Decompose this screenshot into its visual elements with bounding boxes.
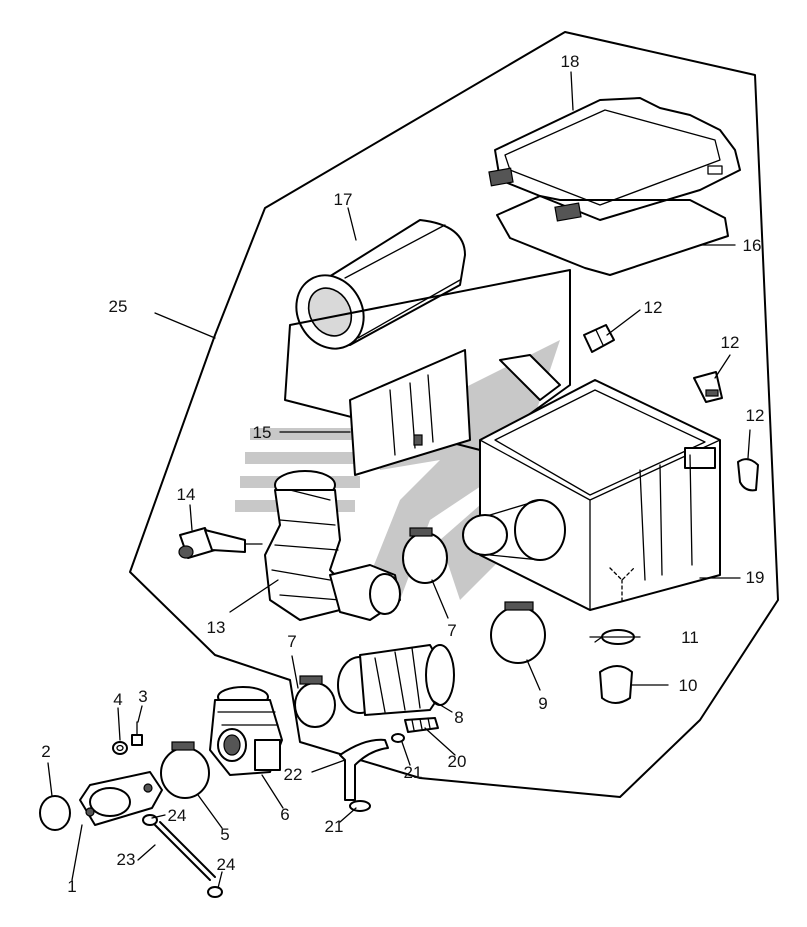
callout-label: 1	[67, 877, 76, 896]
callout-label: 24	[168, 806, 187, 825]
callout-label: 14	[177, 485, 196, 504]
washer	[112, 741, 128, 755]
callout-label: 22	[284, 765, 303, 784]
clip-upper	[583, 324, 615, 353]
callout-label: 17	[334, 190, 353, 209]
callout-label: 8	[454, 708, 463, 727]
callout-label: 20	[448, 752, 467, 771]
callout-label: 15	[253, 423, 272, 442]
callout-label: 9	[538, 694, 547, 713]
drain-hose	[339, 738, 389, 801]
intake-manifold	[79, 771, 163, 826]
assembly-outline	[129, 31, 779, 798]
clip-middle	[693, 371, 723, 403]
intake-duct	[264, 470, 401, 621]
callout-label: 25	[109, 297, 128, 316]
clamp-lower	[294, 675, 336, 728]
callout-label: 4	[113, 690, 122, 709]
callout-label: 21	[325, 817, 344, 836]
air-filter	[295, 219, 466, 350]
callout-label: 10	[679, 676, 698, 695]
drain-cap	[599, 665, 633, 704]
callout-label: 23	[117, 850, 136, 869]
callout-label: 11	[681, 628, 699, 647]
callout-label: 12	[721, 333, 740, 352]
carburetor	[209, 686, 283, 776]
callout-label: 5	[220, 825, 229, 844]
hose-clip-upper	[142, 814, 158, 826]
clamp-upper	[402, 527, 448, 584]
callout-label: 7	[447, 621, 456, 640]
callout-label: 12	[644, 298, 663, 317]
callout-label: 7	[287, 632, 296, 651]
clip-right	[737, 458, 759, 492]
callout-label: 19	[746, 568, 765, 587]
breather-elbow	[178, 527, 263, 559]
hose-clamp-20	[404, 717, 439, 733]
vent-hose	[154, 821, 216, 881]
lid-gasket	[496, 195, 729, 276]
hose-clip-21-lower	[349, 800, 371, 812]
callout-label: 13	[207, 618, 226, 637]
callout-label: 3	[138, 687, 147, 706]
leader-lines	[47, 71, 751, 889]
hose-clip-21-upper	[391, 733, 405, 743]
callout-label: 12	[746, 406, 765, 425]
clamp-box	[490, 601, 546, 664]
clamp-carb	[160, 741, 210, 799]
air-box-lid	[488, 97, 741, 222]
callout-label: 2	[41, 742, 50, 761]
screw	[131, 721, 143, 746]
callout-label: 16	[743, 236, 762, 255]
callout-label: 24	[217, 855, 236, 874]
intake-tube	[462, 499, 566, 561]
o-ring	[39, 795, 71, 831]
hose-clip-lower	[207, 886, 223, 898]
callout-label: 6	[280, 805, 289, 824]
connecting-boot	[337, 644, 455, 716]
callout-label: 21	[404, 763, 423, 782]
callout-label: 18	[561, 52, 580, 71]
